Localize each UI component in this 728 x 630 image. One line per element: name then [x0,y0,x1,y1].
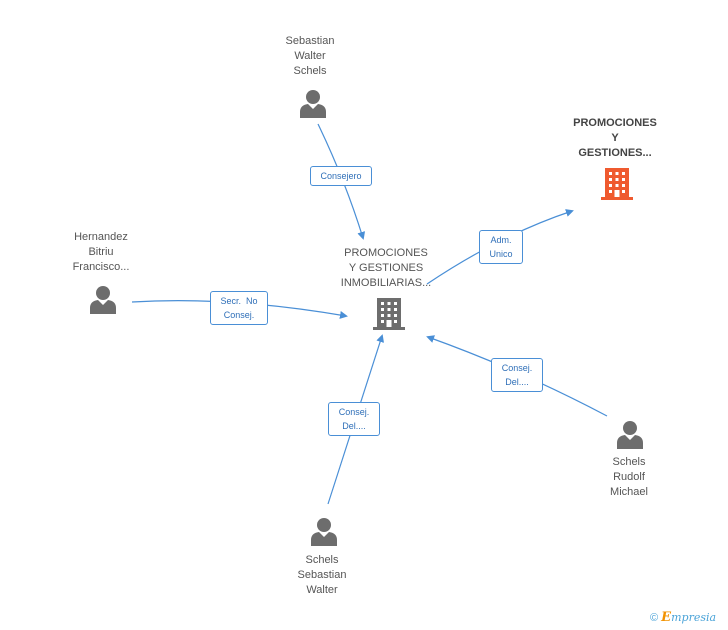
edge-label-consej-del-bottom[interactable]: Consej. Del.... [328,402,380,436]
person-icon[interactable] [309,516,339,546]
person-label-line: Rudolf [613,471,645,483]
company-label-line: PROMOCIONES [344,247,428,259]
footer-brand: © Empresia [650,610,716,625]
empresia-logo: Empresia [661,610,717,625]
person-label-line: Schels [293,65,327,77]
empresia-logo-e: E [661,610,672,625]
person-label-line: Michael [610,486,648,498]
company-label-line: PROMOCIONES [573,117,657,129]
person-label-line: Sebastian [285,35,335,47]
person-icon[interactable] [615,419,645,449]
person-label-line: Bitriu [88,246,114,258]
edge-label-adm-unico[interactable]: Adm. Unico [479,230,523,264]
edge-label-consej-del-right[interactable]: Consej. Del.... [491,358,543,392]
person-label-top[interactable]: Sebastian Walter Schels [260,34,360,79]
person-label-line: Hernandez [74,231,128,243]
edge-label-text: Unico [489,249,513,259]
person-label-line: Schels [612,456,646,468]
company-label-line: GESTIONES... [578,147,652,159]
person-label-line: Walter [306,584,338,596]
edge-label-text: Secr. No [220,296,258,306]
edge-label-text: Consej. [501,363,533,373]
edge-label-text: Consejero [320,171,362,181]
person-label-left[interactable]: Hernandez Bitriu Francisco... [50,230,152,275]
edge-label-text: Del.... [342,421,366,431]
edge-label-consejero[interactable]: Consejero [310,166,372,186]
person-label-line: Schels [305,554,339,566]
company-label-line: Y GESTIONES [348,262,424,274]
copyright-symbol: © [650,612,659,624]
person-icon[interactable] [88,284,118,314]
edge-label-text: Adm. [490,235,512,245]
person-label-line: Francisco... [72,261,130,273]
edge-label-text: Consej. [223,310,255,320]
company-label-line: Y [611,132,619,144]
building-icon[interactable] [373,297,405,331]
person-label-line: Sebastian [297,569,347,581]
person-label-bottom[interactable]: Schels Sebastian Walter [272,553,372,598]
empresia-logo-text: mpresia [671,611,717,624]
person-label-line: Walter [294,50,326,62]
person-label-right[interactable]: Schels Rudolf Michael [584,455,674,500]
person-icon[interactable] [298,88,328,118]
company-label-center[interactable]: PROMOCIONES Y GESTIONES INMOBILIARIAS... [330,246,442,291]
company-label-line: INMOBILIARIAS... [340,277,432,289]
edge-label-secr-no-consej[interactable]: Secr. No Consej. [210,291,268,325]
edge-label-text: Consej. [338,407,370,417]
building-icon[interactable] [601,167,633,201]
company-label-top-right[interactable]: PROMOCIONES Y GESTIONES... [560,116,670,161]
edge-label-text: Del.... [505,377,529,387]
